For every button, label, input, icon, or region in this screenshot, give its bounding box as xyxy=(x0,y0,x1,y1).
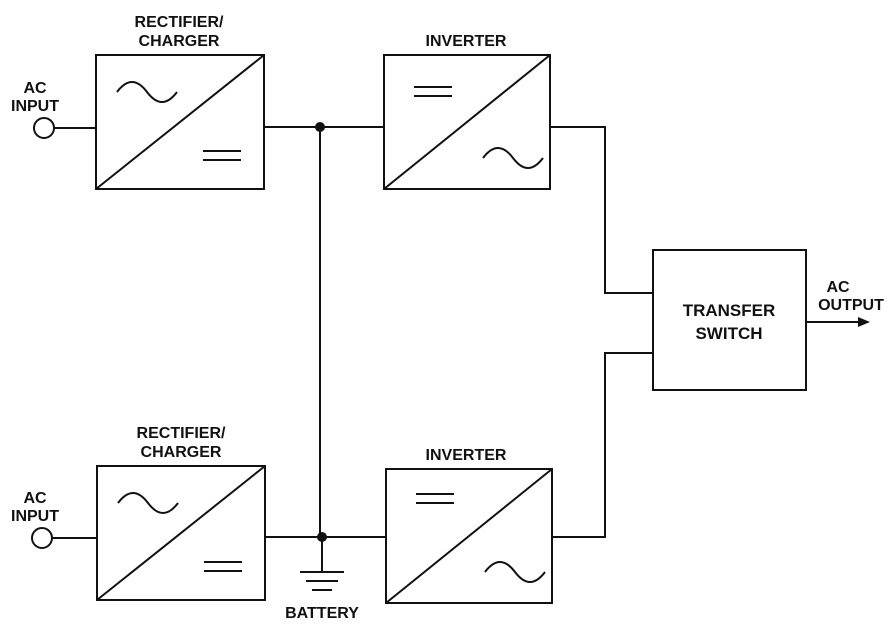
rectifier-charger-top: RECTIFIER/ CHARGER xyxy=(95,14,265,190)
inverter-bottom-label: INVERTER xyxy=(426,447,507,464)
rectifier-bottom-label-line1: RECTIFIER/ xyxy=(137,425,226,442)
ac-output-line1: AC xyxy=(826,279,850,296)
transfer-switch-line2: SWITCH xyxy=(695,324,762,343)
inverter-top-label: INVERTER xyxy=(426,33,507,50)
battery: BATTERY xyxy=(285,537,359,622)
ac-input-bottom-line2: INPUT xyxy=(11,508,59,525)
ac-sine-icon xyxy=(482,147,544,169)
ac-output-line2: OUTPUT xyxy=(818,297,884,314)
inverter-top-diagonal xyxy=(383,54,551,190)
inverter-bottom: INVERTER xyxy=(385,447,553,604)
rectifier-top-label-line1: RECTIFIER/ xyxy=(135,14,224,31)
rectifier-charger-bottom: RECTIFIER/ CHARGER xyxy=(96,425,266,601)
transfer-switch-line1: TRANSFER xyxy=(683,301,776,320)
rectifier-bottom-label-line2: CHARGER xyxy=(141,444,222,461)
ac-input-top: AC INPUT xyxy=(11,80,96,139)
ac-input-bottom: AC INPUT xyxy=(11,490,97,549)
arrow-right-icon xyxy=(858,317,870,327)
transfer-switch-box xyxy=(652,249,807,391)
rectifier-top-diagonal xyxy=(95,54,265,190)
transfer-switch: TRANSFER SWITCH xyxy=(652,249,807,391)
ac-input-bottom-terminal xyxy=(31,527,53,549)
ac-input-top-terminal xyxy=(33,117,55,139)
ac-input-top-line2: INPUT xyxy=(11,98,59,115)
ac-input-top-line1: AC xyxy=(23,80,47,97)
wire-inverter-top-to-switch xyxy=(550,126,653,294)
inverter-top: INVERTER xyxy=(383,33,551,190)
ac-sine-icon xyxy=(116,81,178,103)
ac-output: AC OUTPUT xyxy=(806,279,884,327)
ac-sine-icon xyxy=(484,561,546,583)
rectifier-top-label-line2: CHARGER xyxy=(139,33,220,50)
ac-input-bottom-line1: AC xyxy=(23,490,47,507)
inverter-bottom-diagonal xyxy=(385,468,553,604)
wire-inverter-bottom-to-switch xyxy=(552,352,653,538)
battery-label: BATTERY xyxy=(285,605,359,622)
rectifier-bottom-diagonal xyxy=(96,465,266,601)
ac-sine-icon xyxy=(117,492,179,514)
